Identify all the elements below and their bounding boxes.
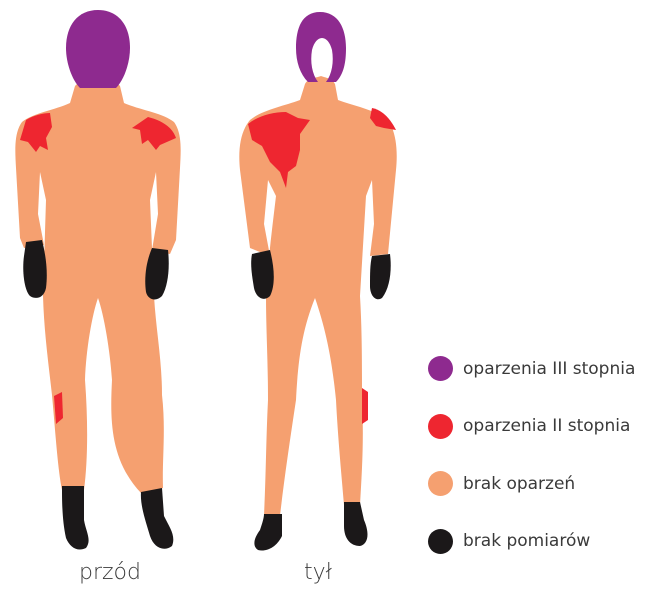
legend-item-no-burns: brak oparzeń bbox=[428, 455, 635, 513]
front-view-label: przód bbox=[79, 560, 141, 585]
front-right-foot bbox=[141, 488, 173, 549]
legend-swatch-second-degree bbox=[428, 414, 453, 439]
legend-item-no-data: brak pomiarów bbox=[428, 513, 635, 571]
legend-swatch-third-degree bbox=[428, 356, 453, 381]
back-left-foot bbox=[254, 514, 282, 550]
legend-label-no-burns: brak oparzeń bbox=[463, 474, 575, 494]
back-head bbox=[296, 12, 346, 82]
legend-swatch-no-burns bbox=[428, 471, 453, 496]
legend-label-second-degree: oparzenia II stopnia bbox=[463, 416, 630, 436]
back-right-hand bbox=[370, 254, 391, 299]
legend-swatch-no-data bbox=[428, 529, 453, 554]
legend-label-third-degree: oparzenia III stopnia bbox=[463, 359, 635, 379]
front-left-foot bbox=[62, 486, 89, 550]
front-head bbox=[66, 10, 130, 88]
back-view-label: tył bbox=[304, 560, 332, 585]
back-right-foot bbox=[344, 502, 367, 546]
legend-item-second-degree: oparzenia II stopnia bbox=[428, 398, 635, 456]
front-figure bbox=[15, 10, 180, 550]
legend: oparzenia III stopnia oparzenia II stopn… bbox=[428, 340, 635, 570]
legend-label-no-data: brak pomiarów bbox=[463, 531, 590, 551]
back-figure bbox=[239, 12, 396, 550]
front-left-hand bbox=[23, 240, 47, 298]
back-left-hand bbox=[251, 250, 274, 299]
back-knee-burn bbox=[362, 388, 368, 424]
legend-item-third-degree: oparzenia III stopnia bbox=[428, 340, 635, 398]
